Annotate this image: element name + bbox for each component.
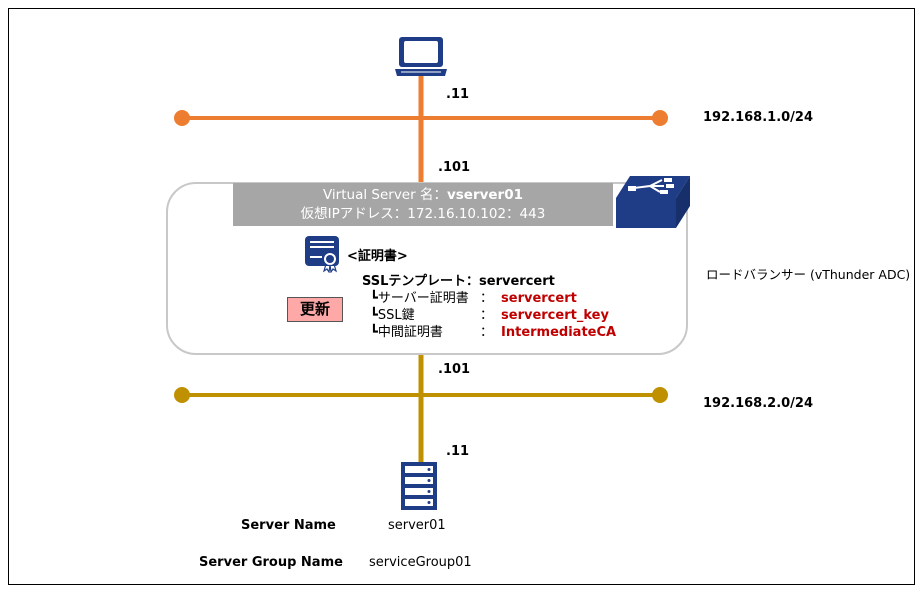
lower-network-end-right xyxy=(652,387,668,403)
row-value: servercert_key xyxy=(501,308,609,323)
certificate-title: <証明書> xyxy=(347,249,408,264)
update-button[interactable]: 更新 xyxy=(287,297,343,322)
client-ip: .11 xyxy=(446,87,470,102)
lower-subnet: 192.168.2.0/24 xyxy=(703,396,814,411)
lb-upper-ip: .101 xyxy=(438,160,471,175)
server-icon xyxy=(401,462,437,510)
laptop-icon xyxy=(395,37,447,76)
load-balancer-label: ロードバランサー (vThunder ADC) xyxy=(706,267,911,282)
upper-network-end-left xyxy=(174,110,190,126)
ssl-template: SSLテンプレート：servercert xyxy=(362,274,555,289)
certificate-icon xyxy=(305,236,339,273)
server-name-label: Server Name xyxy=(241,518,336,533)
row-key: ┗サーバー証明書 xyxy=(370,291,469,306)
lb-lower-ip: .101 xyxy=(438,362,471,377)
row-sep: ： xyxy=(480,325,494,340)
diagram-frame xyxy=(8,8,915,585)
cert-row-intermediate: ┗中間証明書 ： IntermediateCA xyxy=(370,321,616,340)
server-group-label: Server Group Name xyxy=(199,555,343,570)
upper-subnet: 192.168.1.0/24 xyxy=(703,110,814,125)
virtual-server-prefix: Virtual Server 名： xyxy=(322,187,447,203)
cert-row-ssl-key: ┗SSL鍵 ： servercert_key xyxy=(370,304,609,323)
lower-network-end-left xyxy=(174,387,190,403)
upper-network-end-right xyxy=(652,110,668,126)
server-name: server01 xyxy=(388,518,446,533)
cert-row-server-cert: ┗サーバー証明書 ： servercert xyxy=(370,287,577,306)
row-key: ┗SSL鍵 xyxy=(370,308,415,323)
server-ip: .11 xyxy=(446,444,470,459)
virtual-ip: 仮想IPアドレス：172.16.10.102：443 xyxy=(300,206,546,222)
virtual-server-name: vserver01 xyxy=(446,187,524,203)
row-sep: ： xyxy=(480,291,494,306)
row-key: ┗中間証明書 xyxy=(370,325,443,340)
server-group: serviceGroup01 xyxy=(369,555,472,570)
row-value: IntermediateCA xyxy=(501,325,617,340)
row-sep: ： xyxy=(480,308,494,323)
virtual-server-banner: Virtual Server 名：vserver01 仮想IPアドレス：172.… xyxy=(233,183,613,226)
switch-icon xyxy=(616,176,690,228)
row-value: servercert xyxy=(501,291,577,306)
